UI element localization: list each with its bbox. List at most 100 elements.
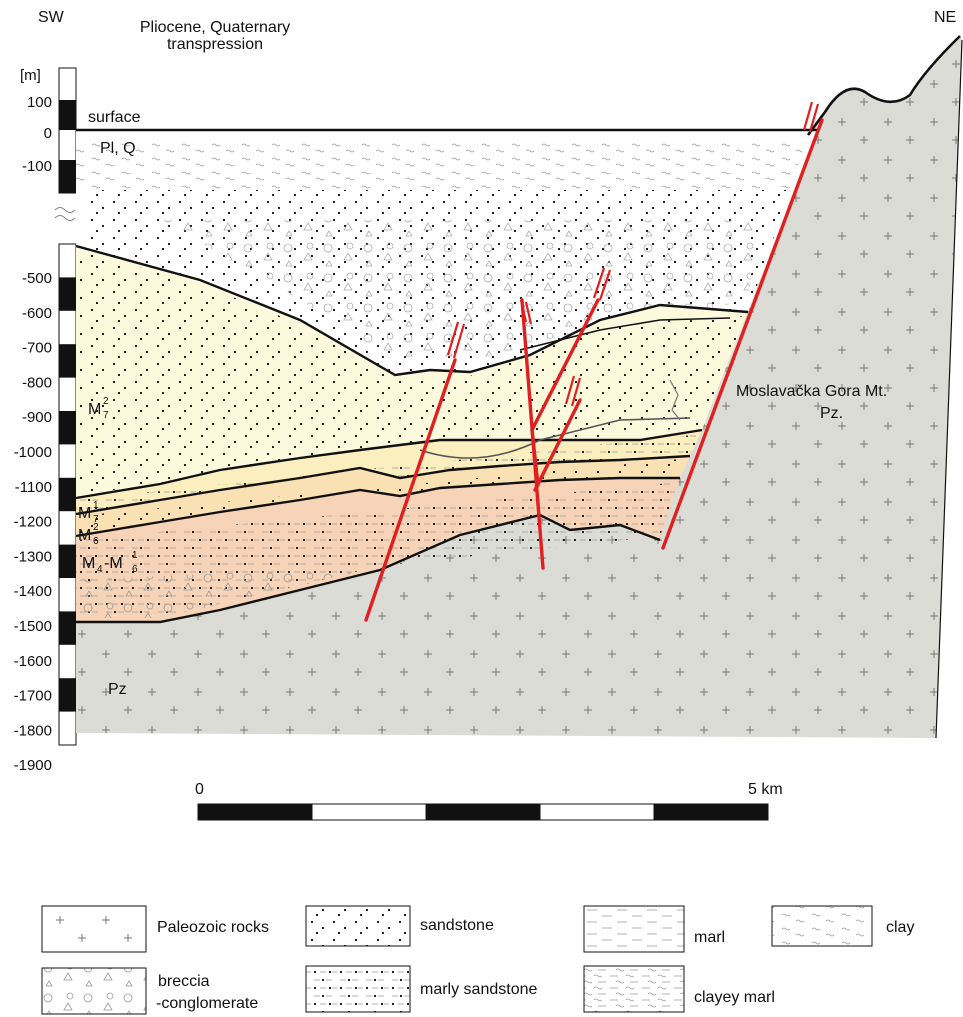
legend-label-clay: clay (886, 919, 914, 936)
section-body (54, 35, 963, 739)
faults (364, 118, 824, 622)
svg-text:4: 4 (97, 564, 103, 575)
svg-text:M: M (78, 505, 91, 522)
legend-swatch-marly-sandstone (305, 965, 411, 1013)
fault-arrow-4 (564, 375, 582, 407)
inner-m7-line-2 (519, 317, 731, 351)
scale-bar-segment (311, 803, 427, 821)
depth-scale-segment (59, 344, 76, 378)
depth-tick-label: -1300 (14, 548, 52, 565)
ne-mountain-outline (806, 35, 961, 136)
m7-2-label: M 2 7 (88, 396, 109, 421)
depth-tick-label: -1600 (14, 653, 52, 670)
depth-tick-label: -1400 (14, 583, 52, 600)
scale-bar-end: 5 km (748, 781, 783, 798)
legend-item-marl: marl (583, 905, 725, 953)
legend-swatch-clayey-marl (583, 965, 685, 1013)
surface-label: surface (88, 109, 141, 126)
pz-label: Pz (108, 681, 127, 698)
depth-unit: [m] (20, 67, 41, 84)
depth-scale-segment (59, 277, 76, 311)
legend-swatch-clay (771, 905, 873, 947)
depth-tick-label: -800 (22, 374, 52, 391)
svg-text:1: 1 (132, 550, 138, 561)
svg-text:M: M (78, 527, 91, 544)
sw-label: SW (38, 9, 65, 26)
depth-tick-label: -100 (22, 158, 52, 175)
legend-item-clayey-marl: clayey marl (583, 965, 775, 1013)
legend: Paleozoic rocks sandstone marl clay brec… (41, 905, 914, 1015)
moslavacka-label: Moslavačka Gora Mt. (736, 383, 887, 400)
fault-splay-2 (533, 398, 582, 492)
top-m7-1-line (75, 428, 703, 500)
scale-bar-segment (197, 803, 313, 821)
legend-item-breccia: breccia -conglomerate (41, 967, 258, 1015)
title-line-1: Pliocene, Quaternary (140, 19, 290, 36)
depth-tick-label: -500 (22, 270, 52, 287)
depth-scale-segment (59, 411, 76, 445)
facies-contact (669, 379, 681, 421)
fault-arrow-3 (592, 267, 612, 301)
legend-swatch-marl (583, 905, 685, 953)
title-line-2: transpression (167, 36, 263, 53)
inner-m7-line-1 (419, 417, 691, 459)
depth-tick-label: 0 (44, 125, 52, 142)
depth-tick-label: -700 (22, 340, 52, 357)
svg-text:7: 7 (93, 514, 99, 525)
depth-scale-segment (59, 611, 76, 645)
legend-item-clay: clay (771, 905, 914, 947)
m6-2-label: M 2 6 (78, 522, 99, 547)
fault-splay-1 (530, 298, 600, 487)
m4-m6-label: M 4 -M 1 6 (82, 550, 138, 575)
legend-swatch-breccia (41, 967, 147, 1015)
svg-text:7: 7 (103, 410, 109, 421)
depth-tick-label: -1700 (14, 688, 52, 705)
ne-block-right-edge (935, 39, 963, 739)
depth-tick-label: -1000 (14, 444, 52, 461)
legend-item-paleozoic: Paleozoic rocks (41, 905, 269, 953)
depth-scale-segment (59, 477, 76, 512)
scale-bar-start: 0 (195, 781, 204, 798)
legend-label-sandstone: sandstone (420, 917, 494, 934)
scale-bar-segment (425, 803, 541, 821)
depth-break-mark (54, 207, 76, 221)
pl-q-label: Pl, Q (100, 140, 136, 157)
depth-tick-label: -1200 (14, 514, 52, 531)
depth-scale-lower-bar (58, 243, 77, 746)
fault-arrows (446, 101, 820, 407)
fault-arrow-ne (802, 101, 820, 133)
legend-item-sandstone: sandstone (305, 905, 494, 947)
depth-tick-label: -1800 (14, 722, 52, 739)
depth-scale-segment (59, 544, 76, 578)
svg-text:1: 1 (93, 500, 99, 511)
legend-item-marly-sandstone: marly sandstone (305, 965, 537, 1013)
legend-label-paleozoic: Paleozoic rocks (157, 919, 269, 936)
fault-arrow-1 (446, 321, 466, 359)
svg-text:6: 6 (132, 564, 138, 575)
legend-label-marly-sandstone: marly sandstone (420, 981, 537, 998)
depth-tick-label: -900 (22, 409, 52, 426)
depth-tick-label: -1500 (14, 618, 52, 635)
svg-text:6: 6 (93, 536, 99, 547)
top-m4-m6-line (75, 476, 680, 538)
fault-arrow-2 (519, 299, 533, 325)
fault-sw (364, 358, 457, 622)
svg-text:-M: -M (104, 555, 123, 572)
top-pz-line (76, 513, 661, 624)
depth-scale-segment (59, 678, 76, 712)
depth-tick-label: 100 (27, 94, 52, 111)
pz-ne-label: Pz. (820, 405, 843, 422)
depth-tick-label: -600 (22, 305, 52, 322)
svg-text:M: M (88, 401, 101, 418)
legend-label-breccia-2: -conglomerate (156, 995, 258, 1012)
depth-tick-label: -1900 (14, 757, 52, 774)
top-m6-2-line (75, 454, 691, 516)
legend-swatch-sandstone (305, 905, 411, 947)
depth-tick-label: -1100 (15, 479, 52, 496)
scale-bar-segment (539, 803, 655, 821)
legend-label-marl: marl (694, 929, 725, 946)
svg-text:2: 2 (103, 396, 109, 407)
m7-1-label: M 1 7 (78, 500, 99, 525)
scale-bar: 0 5 km (195, 781, 783, 821)
